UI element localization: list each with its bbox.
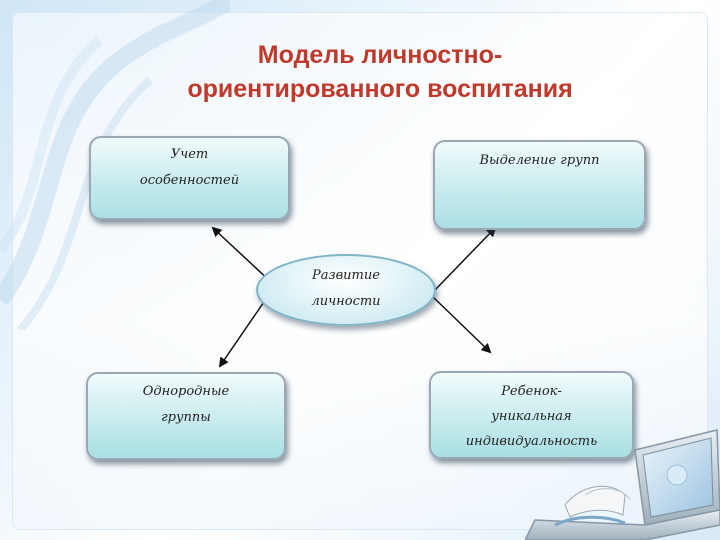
decorative-swirl xyxy=(0,0,230,330)
box-homogeneous-line-1: Однородные xyxy=(142,384,230,399)
box-unique-child: Ребенок- уникальная индивидуальность xyxy=(429,371,634,459)
center-personality-development: Развитие личности xyxy=(256,254,436,326)
arrow-to-top-right xyxy=(434,226,497,291)
title-line-1: Модель личностно- xyxy=(257,41,503,69)
box-group-selection: Выделение групп xyxy=(433,140,646,230)
box-unique-line-3: индивидуальность xyxy=(465,434,598,449)
slide-title: Модель личностно- ориентированного воспи… xyxy=(0,38,720,106)
arrow-to-bottom-right xyxy=(431,295,492,354)
box-homogeneous-groups: Однородные группы xyxy=(86,372,286,460)
arrow-to-bottom-left xyxy=(218,295,269,368)
laptop-illustration xyxy=(525,429,720,540)
center-line-1: Развитие xyxy=(312,268,380,283)
box-group-selection-line-1: Выделение групп xyxy=(479,153,600,168)
box-accounting-line-2: особенностей xyxy=(139,173,240,188)
center-line-2: личности xyxy=(311,294,381,309)
box-accounting-line-1: Учет xyxy=(170,147,209,162)
box-unique-line-1: Ребенок- xyxy=(501,384,562,399)
box-homogeneous-line-2: группы xyxy=(161,410,211,425)
box-accounting-features: Учет особенностей xyxy=(89,136,290,220)
title-line-2: ориентированного воспитания xyxy=(187,75,573,103)
box-unique-line-2: уникальная xyxy=(491,409,572,424)
